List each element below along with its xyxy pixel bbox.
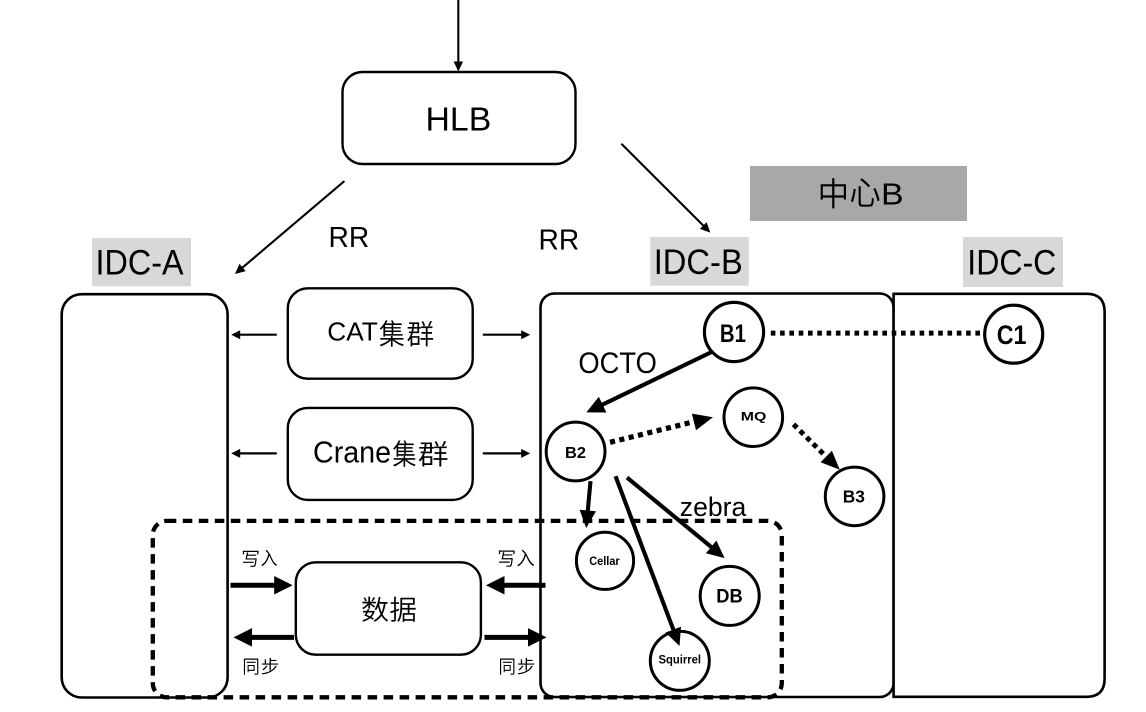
svg-text:Cellar: Cellar (589, 555, 620, 568)
svg-text:B2: B2 (565, 445, 586, 462)
svg-text:MQ: MQ (741, 409, 767, 423)
svg-text:RR: RR (329, 222, 370, 254)
svg-text:B1: B1 (720, 320, 746, 348)
svg-text:C1: C1 (997, 320, 1027, 350)
svg-text:IDC-A: IDC-A (96, 244, 184, 283)
svg-text:Crane: Crane (313, 436, 391, 470)
svg-text:CAT: CAT (327, 318, 378, 346)
svg-text:OCTO: OCTO (578, 347, 656, 380)
svg-text:B: B (881, 178, 904, 212)
svg-text:Squirrel: Squirrel (659, 654, 702, 667)
svg-text:DB: DB (716, 586, 742, 608)
svg-text:IDC-B: IDC-B (654, 243, 743, 282)
svg-text:B3: B3 (843, 486, 865, 506)
svg-text:IDC-C: IDC-C (967, 243, 1056, 282)
svg-text:zebra: zebra (680, 492, 747, 522)
svg-text:RR: RR (539, 224, 580, 256)
svg-text:HLB: HLB (426, 102, 492, 139)
